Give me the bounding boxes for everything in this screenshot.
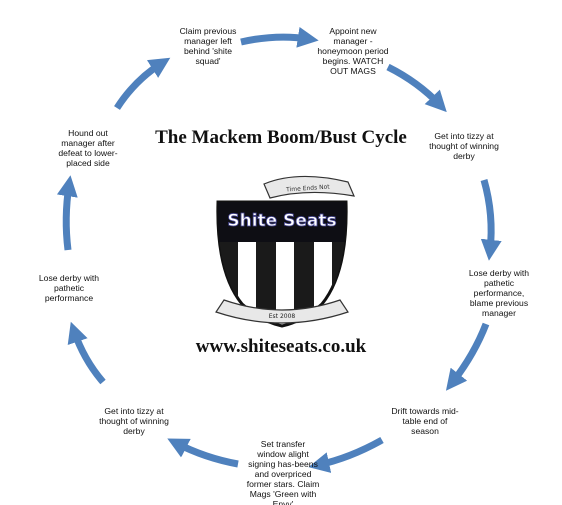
step-hound-out-manager: Hound out manager after defeat to lower-…: [58, 128, 118, 168]
logo-name: Shite Seats: [227, 211, 336, 231]
arrow-right: [480, 179, 502, 261]
arrow-lower-left: [67, 321, 106, 385]
diagram-title: The Mackem Boom/Bust Cycle: [155, 127, 407, 148]
step-lose-derby: Lose derby with pathetic performance: [38, 273, 100, 303]
arrow-bottom-right: [308, 436, 384, 473]
logo-established: Est 2008: [269, 313, 296, 320]
shite-seats-logo: Time Ends Not Shite Seats Est 2008: [215, 175, 355, 328]
arrow-bottom-left: [167, 438, 239, 468]
arrow-left: [56, 175, 78, 251]
step-derby-tizzy-1: Get into tizzy at thought of winning der…: [429, 131, 499, 161]
step-shite-squad: Claim previous manager left behind 'shit…: [179, 26, 237, 66]
step-appoint-manager: Appoint new manager - honeymoon period b…: [317, 26, 389, 76]
arrow-upper-right: [386, 63, 447, 113]
step-lose-derby-blame: Lose derby with pathetic performance, bl…: [468, 268, 530, 318]
step-derby-tizzy-2: Get into tizzy at thought of winning der…: [99, 406, 169, 436]
arrow-lower-right: [445, 322, 490, 391]
arrow-upper-left: [114, 57, 171, 110]
website-url: www.shiteseats.co.uk: [195, 336, 367, 357]
logo-tagline: Time Ends Not: [285, 183, 331, 193]
step-drift-midtable: Drift towards mid- table end of season: [391, 406, 459, 436]
arrow-top-right: [240, 26, 319, 48]
step-transfer-window: Set transfer window alight signing has-b…: [246, 439, 320, 505]
